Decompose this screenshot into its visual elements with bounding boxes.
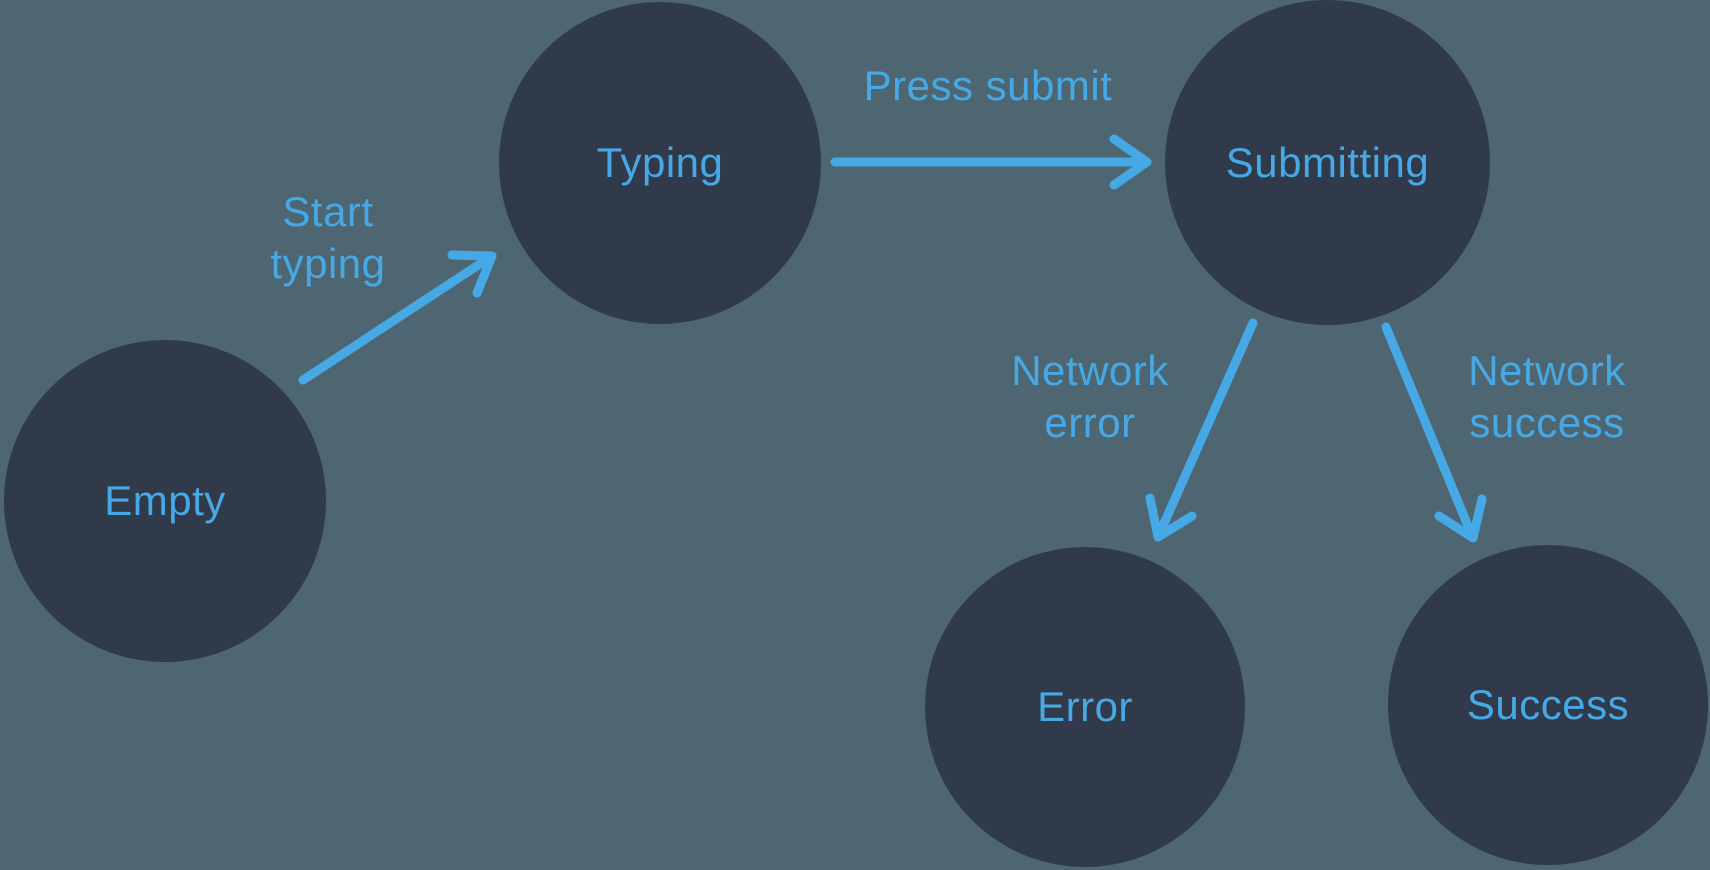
transition-label-press-submit: Press submit [863,62,1113,109]
transition-label-network-success: Network success [1468,347,1626,446]
transition-label-network-error: Network error [1011,347,1169,446]
state-label-success: Success [1466,681,1630,728]
state-node-typing: Typing [499,2,821,324]
state-label-empty: Empty [104,477,226,524]
state-label-typing: Typing [596,139,724,186]
state-node-error: Error [925,547,1245,867]
state-node-empty: Empty [4,340,326,662]
state-node-success: Success [1388,545,1708,865]
transition-label-start-typing: Start typing [270,188,386,287]
state-label-submitting: Submitting [1225,138,1430,186]
state-node-submitting: Submitting [1165,0,1490,325]
transition-arrow-press-submit [830,134,1152,190]
state-label-error: Error [1037,683,1133,730]
